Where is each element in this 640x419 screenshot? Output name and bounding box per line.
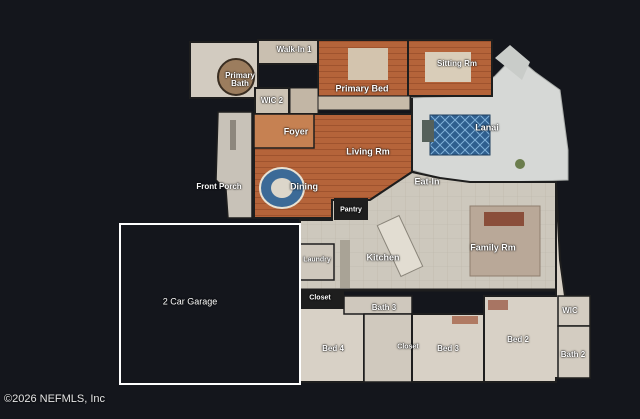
family-sofa bbox=[484, 212, 524, 226]
kitchen-counter bbox=[340, 240, 350, 288]
label-living-rm: Living Rm bbox=[346, 146, 390, 157]
label-front-porch: Front Porch bbox=[196, 182, 242, 191]
label-foyer: Foyer bbox=[283, 126, 309, 137]
garage-outline bbox=[119, 223, 301, 385]
label-primary-bed: Primary Bed bbox=[335, 83, 389, 94]
label-closet-left: Closet bbox=[309, 294, 331, 302]
kitchen-island bbox=[376, 214, 424, 278]
primary-hall bbox=[317, 95, 411, 111]
label-bed-2: Bed 2 bbox=[507, 335, 529, 344]
label-family-rm: Family Rm bbox=[470, 242, 516, 253]
copyright-notice: ©2026 NEFMLS, Inc bbox=[4, 393, 106, 405]
porch-column bbox=[230, 120, 236, 150]
label-bath-3: Bath 3 bbox=[371, 303, 397, 312]
bath-tub bbox=[217, 58, 255, 96]
lanai-table bbox=[422, 120, 434, 142]
lanai-plant bbox=[515, 159, 525, 169]
bath2-floor bbox=[557, 325, 591, 379]
primary-bed-rug bbox=[348, 48, 388, 80]
wic2-floor bbox=[254, 87, 290, 115]
foyer-floor bbox=[253, 113, 315, 149]
laundry-floor bbox=[299, 243, 335, 281]
label-bed-3: Bed 3 bbox=[437, 344, 459, 353]
pantry-floor bbox=[334, 198, 368, 220]
walk-in-floor bbox=[257, 39, 321, 65]
label-primary-bath: Primary Bath bbox=[225, 71, 255, 88]
label-lanai: Lanai bbox=[475, 122, 499, 133]
front-porch-floor bbox=[215, 111, 253, 219]
bed3-floor bbox=[411, 313, 485, 383]
label-sitting-rm: Sitting Rm bbox=[437, 59, 477, 68]
label-closet-mid: Closet bbox=[397, 343, 419, 351]
hall-floor bbox=[289, 87, 319, 115]
label-pantry: Pantry bbox=[340, 206, 362, 214]
bed4-floor bbox=[299, 307, 365, 383]
label-wic: WIC bbox=[562, 306, 578, 315]
lanai-rug bbox=[429, 114, 491, 156]
closet-mid-floor bbox=[363, 313, 413, 383]
label-bath-2: Bath 2 bbox=[560, 350, 586, 359]
label-bed-4: Bed 4 bbox=[322, 344, 344, 353]
label-dining: Dining bbox=[290, 181, 318, 192]
lanai-edge-detail bbox=[495, 45, 530, 80]
label-walk-in: Walk-In 1 bbox=[276, 45, 312, 54]
bed2-bed bbox=[488, 300, 508, 310]
closet-left-floor bbox=[300, 290, 344, 308]
label-garage: 2 Car Garage bbox=[162, 296, 218, 307]
label-eat-in: Eat-In bbox=[414, 176, 440, 187]
bed3-bed bbox=[452, 316, 478, 324]
label-wic-2: WIC 2 bbox=[260, 96, 284, 105]
dining-table bbox=[271, 178, 293, 198]
label-laundry: Laundry bbox=[303, 256, 331, 264]
label-kitchen: Kitchen bbox=[366, 252, 400, 263]
sitting-rug bbox=[425, 52, 471, 82]
